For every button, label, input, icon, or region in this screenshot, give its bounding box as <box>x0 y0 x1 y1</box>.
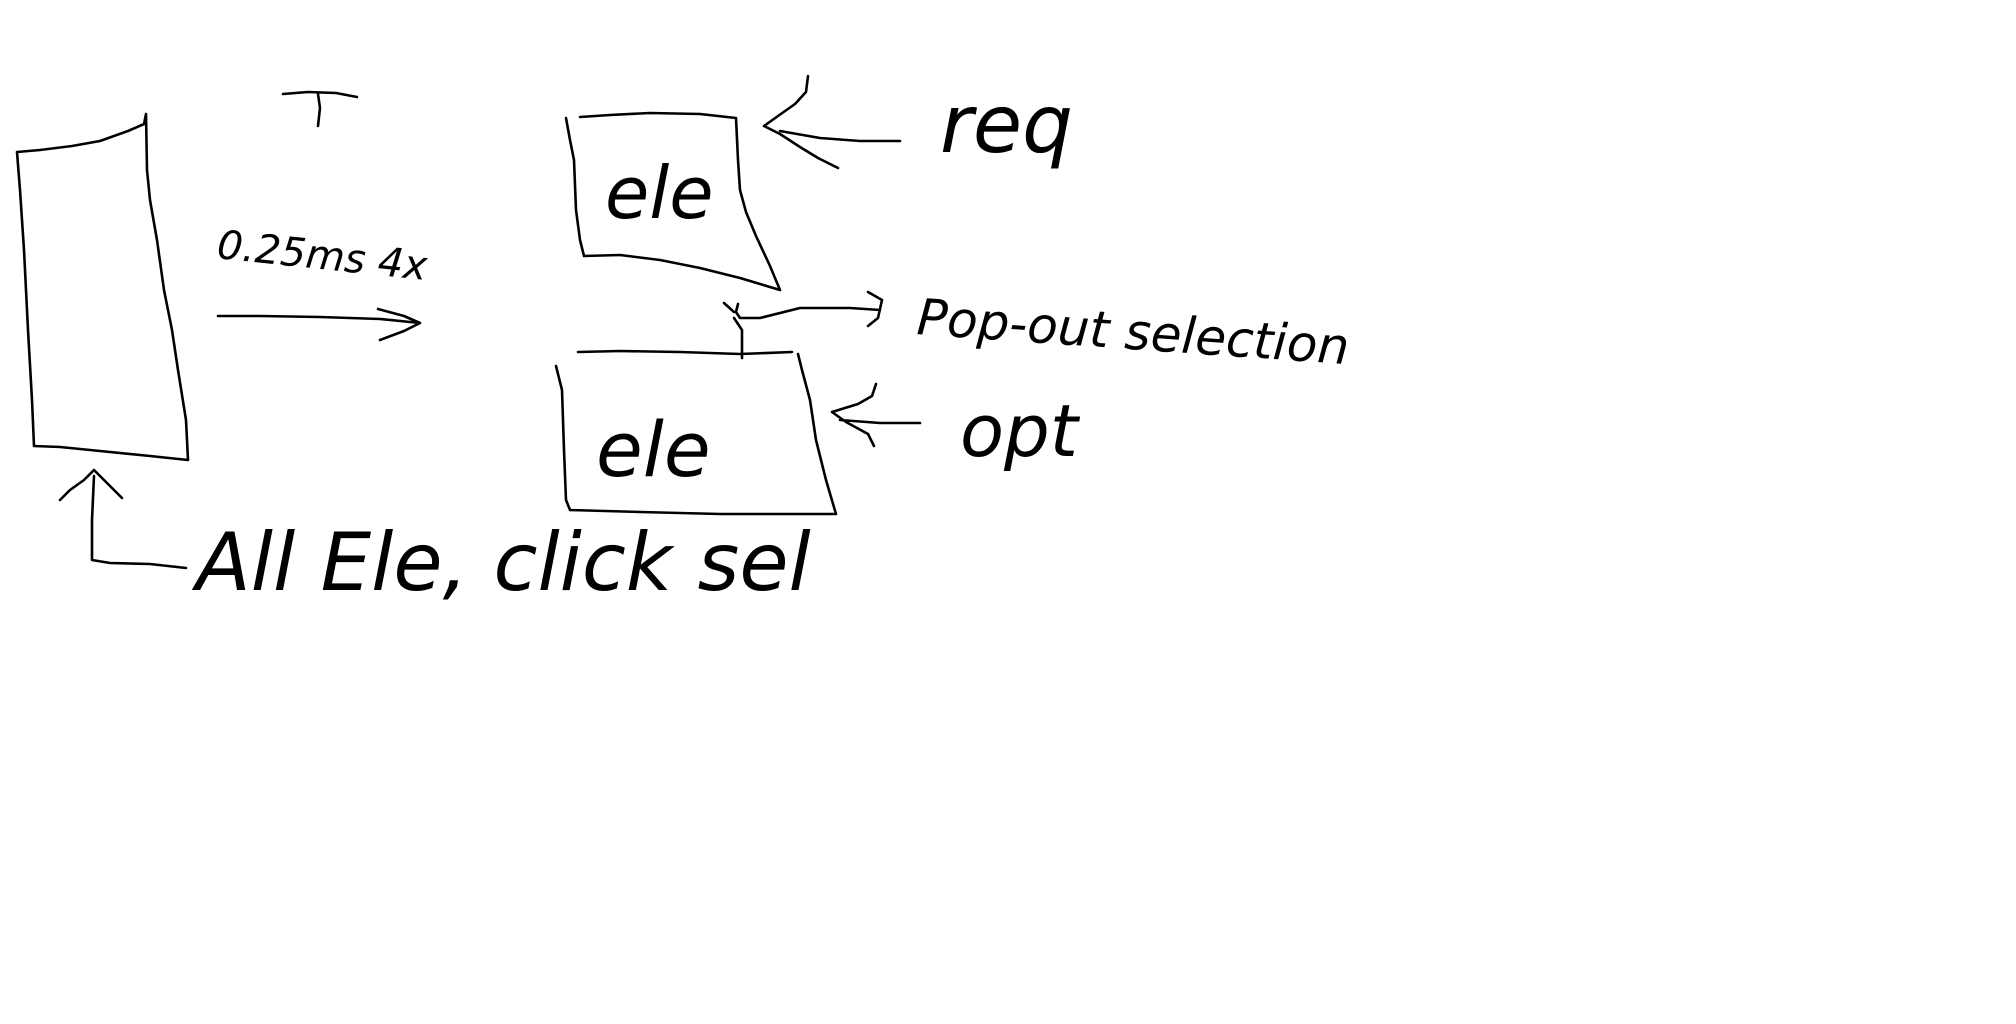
required-label: req <box>940 78 1073 171</box>
lower-element-box <box>554 349 838 516</box>
panel-upward-arrow <box>58 468 188 570</box>
optional-label: opt <box>960 389 1081 473</box>
upper-element-label: ele <box>605 151 714 235</box>
optional-pointer-arrow <box>830 382 922 448</box>
panel-to-popup-arrow <box>216 307 422 342</box>
bottom-note-label: All Ele, click sel <box>191 516 811 609</box>
lower-element-label: ele <box>596 405 711 494</box>
required-pointer-arrow <box>762 74 902 170</box>
top-mark-stroke <box>281 90 359 128</box>
upper-element-box <box>564 111 782 292</box>
boxes-connector-arrow <box>722 290 884 360</box>
elements-panel-box <box>15 112 190 462</box>
